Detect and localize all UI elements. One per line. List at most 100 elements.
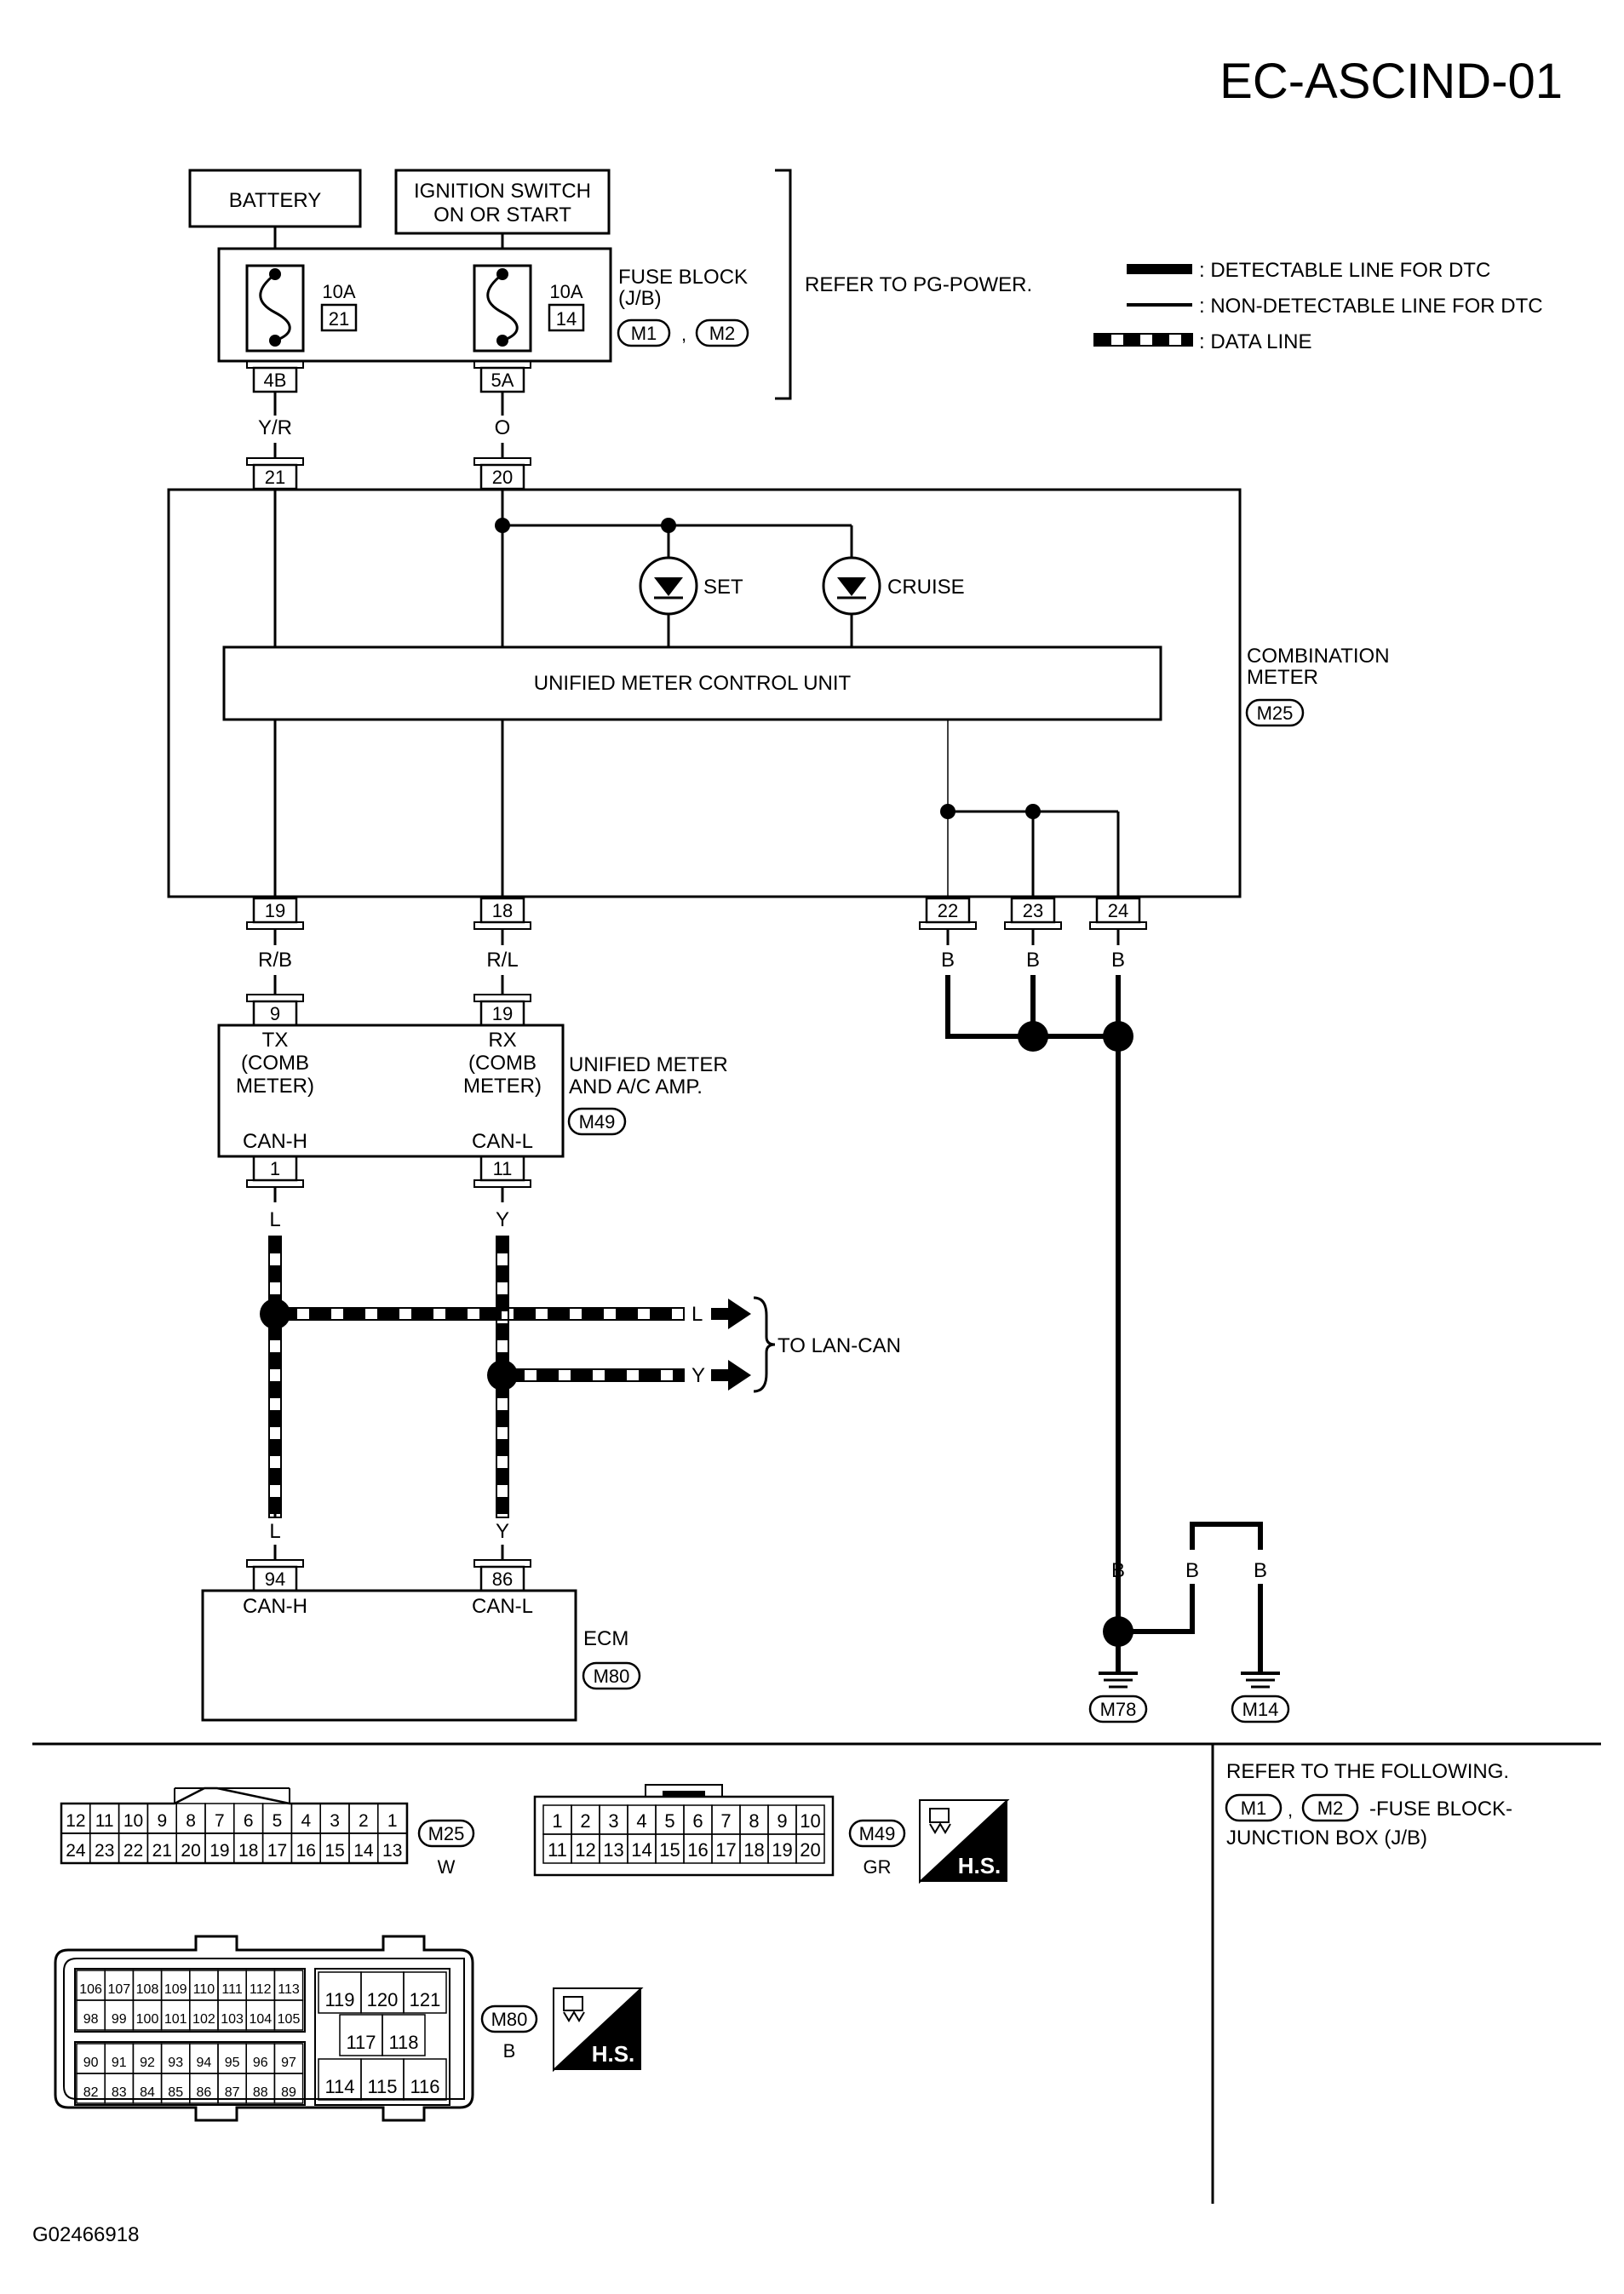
ecm-connector-m80: M80 bbox=[594, 1666, 630, 1687]
refer-connector-m2: M2 bbox=[1317, 1798, 1344, 1819]
meter-pin-21: 21 bbox=[265, 467, 285, 488]
ground-wire-b-3: B bbox=[1254, 1559, 1267, 1582]
connector-pin-number: 7 bbox=[720, 1810, 731, 1832]
fuse-14-number: 14 bbox=[556, 308, 577, 330]
connector-m80-name: M80 bbox=[491, 2009, 528, 2030]
connector-pin-number: 17 bbox=[715, 1839, 736, 1861]
connector-pin-number: 23 bbox=[95, 1841, 114, 1861]
ignition-switch-state: ON OR START bbox=[433, 204, 571, 227]
connector-pin-number: 100 bbox=[136, 2012, 159, 2027]
connector-pin-number: 7 bbox=[215, 1811, 225, 1831]
connector-pin-number: 93 bbox=[168, 2056, 183, 2070]
connector-pin-number: 108 bbox=[136, 1982, 159, 1997]
amp-rx-label-3: METER) bbox=[463, 1075, 542, 1098]
connector-pin-number: 110 bbox=[193, 1982, 215, 1997]
connector-pin-cell bbox=[795, 1833, 825, 1864]
ecm-can-h-label: CAN-H bbox=[243, 1595, 307, 1618]
connector-pin-number: 5 bbox=[664, 1810, 674, 1832]
ecm-box bbox=[201, 1589, 577, 1722]
connector-pin-number: 105 bbox=[278, 2012, 301, 2027]
connector-pin-number: 103 bbox=[221, 2012, 244, 2027]
connector-pin-number: 3 bbox=[608, 1810, 618, 1832]
connector-pin-number: 112 bbox=[250, 1982, 272, 1997]
connector-pin-number: 9 bbox=[777, 1810, 787, 1832]
amp-can-l-label: CAN-L bbox=[472, 1130, 533, 1153]
legend-non-detectable: : NON-DETECTABLE LINE FOR DTC bbox=[1199, 295, 1543, 318]
connector-pin-number: 88 bbox=[253, 2085, 268, 2100]
ecm-name: ECM bbox=[583, 1627, 628, 1650]
can-h-branch bbox=[274, 1307, 685, 1321]
connector-pin-number: 4 bbox=[301, 1811, 311, 1831]
connector-pin-number: 114 bbox=[324, 2076, 354, 2097]
amp-rx-label-2: (COMB bbox=[468, 1052, 537, 1075]
connector-pin-number: 17 bbox=[267, 1841, 287, 1861]
fuse-14-rating: 10A bbox=[549, 281, 582, 302]
amp-pin-19: 19 bbox=[492, 1003, 513, 1024]
connector-pin-number: 109 bbox=[164, 1982, 187, 1997]
connector-pin-number: 97 bbox=[281, 2056, 296, 2070]
connector-pin-number: 120 bbox=[367, 1989, 399, 2010]
connector-pin-number: 16 bbox=[296, 1841, 316, 1861]
amp-name-line1: UNIFIED METER bbox=[569, 1053, 728, 1076]
connector-pin-number: 99 bbox=[112, 2012, 127, 2027]
legend-detectable: : DETECTABLE LINE FOR DTC bbox=[1199, 259, 1490, 282]
amp-tx-label-3: METER) bbox=[236, 1075, 314, 1098]
meter-pin-22: 22 bbox=[938, 900, 958, 921]
connector-pin-number: 12 bbox=[575, 1839, 595, 1861]
fuse-terminal-5a: 5A bbox=[491, 370, 514, 391]
wire-color-y-r: Y/R bbox=[258, 416, 292, 439]
ground-connector-m78: M78 bbox=[1100, 1699, 1137, 1720]
connector-pin-number: 19 bbox=[209, 1841, 229, 1861]
connector-pin-number: 95 bbox=[225, 2056, 240, 2070]
connector-pin-number: 84 bbox=[140, 2085, 155, 2100]
amp-pin-11: 11 bbox=[493, 1158, 513, 1179]
connector-pin-number: 3 bbox=[330, 1811, 340, 1831]
can-arrow-l-icon bbox=[711, 1299, 751, 1329]
connector-m25-color: W bbox=[438, 1856, 456, 1878]
connector-pin-number: 106 bbox=[79, 1982, 102, 1997]
connector-m49-name: M49 bbox=[859, 1823, 896, 1844]
fuse-21-window bbox=[245, 264, 305, 353]
amp-tx-label-2: (COMB bbox=[241, 1052, 309, 1075]
cruise-indicator-icon bbox=[822, 556, 881, 616]
connector-pin-number: 20 bbox=[181, 1841, 200, 1861]
connector-pin-number: 4 bbox=[636, 1810, 646, 1832]
connector-pin-cell bbox=[273, 2073, 304, 2104]
connector-pin-number: 117 bbox=[346, 2032, 376, 2053]
connector-pin-number: 5 bbox=[273, 1811, 283, 1831]
connector-pin-number: 15 bbox=[659, 1839, 680, 1861]
fuse-21-rating: 10A bbox=[322, 281, 355, 302]
amp-rx-label: RX bbox=[488, 1029, 516, 1052]
connector-pin-number: 12 bbox=[66, 1811, 85, 1831]
connector-pin-cell bbox=[382, 2014, 426, 2056]
ecm-pin-94: 94 bbox=[265, 1569, 285, 1590]
connector-pin-number: 11 bbox=[95, 1811, 114, 1831]
connector-pin-number: 98 bbox=[83, 2012, 99, 2027]
connector-pin-number: 104 bbox=[249, 2012, 272, 2027]
fuse-block-connector-m1: M1 bbox=[631, 323, 657, 344]
hs-label-m80: H.S. bbox=[592, 2041, 635, 2067]
ground-m14-icon bbox=[1241, 1672, 1280, 1689]
wire-color-r-b: R/B bbox=[258, 949, 292, 972]
amp-tx-label: TX bbox=[262, 1029, 289, 1052]
meter-pin-18: 18 bbox=[492, 900, 513, 921]
meter-name-line1: COMBINATION bbox=[1247, 645, 1390, 668]
fuse-terminal-4b: 4B bbox=[264, 370, 287, 391]
cruise-indicator-label: CRUISE bbox=[887, 576, 965, 599]
connector-pin-number: 20 bbox=[800, 1839, 820, 1861]
refer-title: REFER TO THE FOLLOWING. bbox=[1226, 1760, 1509, 1783]
hs-label-m49: H.S. bbox=[958, 1853, 1001, 1878]
connector-pin-number: 85 bbox=[168, 2085, 183, 2100]
connector-pin-number: 2 bbox=[580, 1810, 590, 1832]
fuse-14-window bbox=[473, 264, 532, 353]
connector-pin-number: 83 bbox=[112, 2085, 127, 2100]
connector-pin-number: 92 bbox=[140, 2056, 155, 2070]
refer-power-note: REFER TO PG-POWER. bbox=[805, 273, 1032, 296]
connector-pin-number: 111 bbox=[221, 1982, 242, 1997]
ground-jumper bbox=[1190, 1522, 1263, 1550]
connector-pin-cell bbox=[377, 1832, 408, 1864]
harness-side-icon-m80: H.S. bbox=[553, 1987, 644, 2073]
connector-pin-number: 115 bbox=[367, 2076, 397, 2097]
can-wire-l-bottom: L bbox=[269, 1520, 280, 1543]
wire-color-o: O bbox=[495, 416, 511, 439]
